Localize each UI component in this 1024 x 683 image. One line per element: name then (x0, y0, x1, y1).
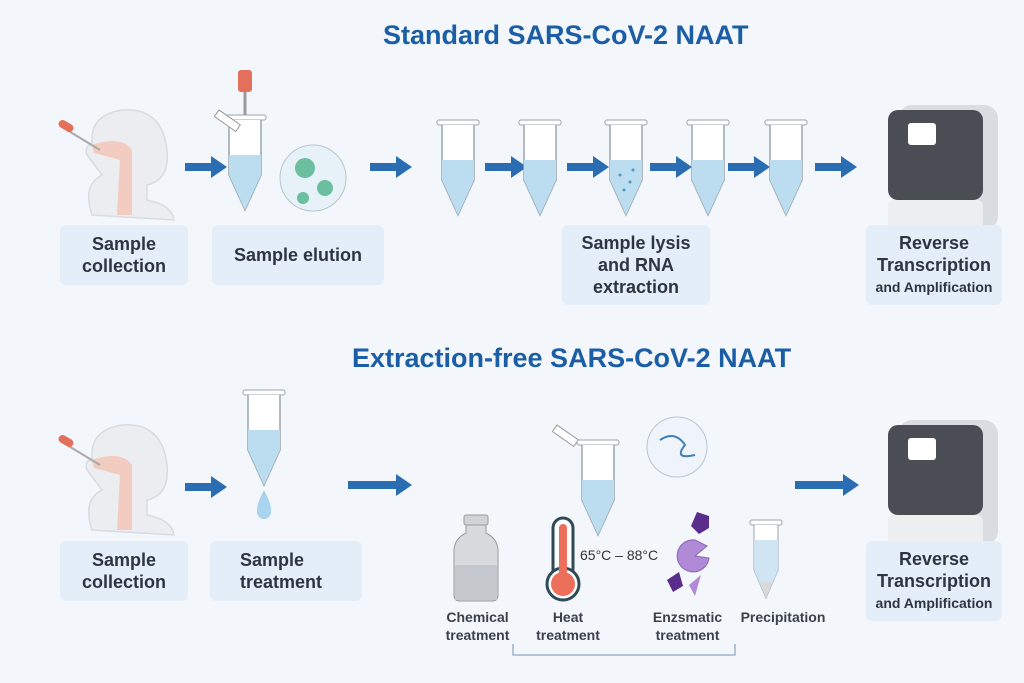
sample-elution-box: Sample elution (212, 225, 384, 285)
temperature-range: 65°C – 88°C (580, 547, 659, 563)
label: Chemical (446, 609, 509, 625)
pcr-machine-icon (888, 420, 998, 545)
label: Sample (240, 550, 305, 570)
arrow-icon (650, 156, 692, 178)
label: treatment (655, 627, 720, 643)
label: and Amplification (875, 279, 993, 295)
arrow-icon (815, 156, 857, 178)
standard-naat-title: Standard SARS-CoV-2 NAAT (383, 20, 749, 50)
arrow-icon (185, 476, 227, 498)
arrow-icon (728, 156, 770, 178)
label: and RNA (598, 255, 674, 275)
label: treatment (240, 572, 323, 592)
head-swab-icon (56, 423, 176, 536)
heat-treatment-label: Heat treatment (528, 608, 608, 644)
tube-with-swab-icon (213, 70, 347, 212)
label: Sample elution (233, 245, 363, 265)
label: collection (81, 256, 166, 276)
tube-drop-icon (242, 389, 286, 519)
label: Enzsmatic (652, 609, 723, 625)
tube-icon (436, 119, 480, 216)
tube-icon (764, 119, 808, 216)
label: and Amplification (875, 595, 993, 611)
pcr-machine-icon (888, 105, 998, 230)
label: Transcription (876, 255, 992, 275)
label: treatment (445, 627, 510, 643)
tube-icon (686, 119, 730, 216)
extraction-free-naat-title: Extraction-free SARS-CoV-2 NAAT (352, 343, 792, 373)
label: treatment (536, 627, 600, 643)
label: Reverse (898, 233, 970, 253)
label: collection (81, 572, 166, 592)
arrow-icon (370, 156, 412, 178)
arrow-icon (348, 474, 412, 496)
label: Sample (91, 550, 157, 570)
open-tube-icon (551, 416, 708, 536)
label: Heat (552, 609, 584, 625)
label: Sample (91, 234, 157, 254)
precipitation-tube-icon (749, 519, 783, 600)
label: extraction (592, 277, 680, 297)
tube-icon (518, 119, 562, 216)
label: Sample lysis (581, 233, 691, 253)
bracket (512, 644, 736, 656)
label: Reverse (898, 549, 970, 569)
thermometer-icon (545, 516, 581, 602)
arrow-icon (795, 474, 859, 496)
chemical-treatment-label: Chemical treatment (440, 608, 515, 644)
bottle-icon (453, 514, 499, 602)
label: Transcription (876, 571, 992, 591)
enzymatic-treatment-label: Enzsmatic treatment (645, 608, 730, 644)
tube-beads-icon (604, 119, 648, 216)
precipitation-label: Precipitation (740, 609, 826, 625)
enzyme-icon (667, 512, 710, 596)
arrow-icon (567, 156, 609, 178)
head-swab-icon (56, 108, 176, 221)
